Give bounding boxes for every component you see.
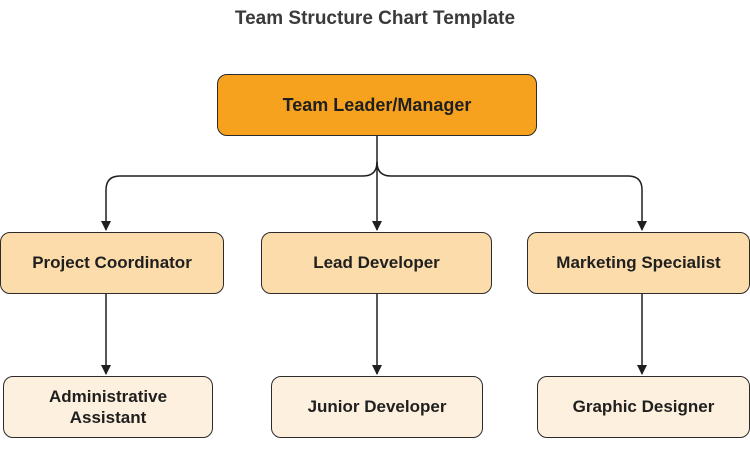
node-project-coordinator: Project Coordinator <box>0 232 224 294</box>
node-administrative-assistant: Administrative Assistant <box>3 376 213 438</box>
chart-title: Team Structure Chart Template <box>234 8 516 29</box>
node-team-leader-manager: Team Leader/Manager <box>217 74 537 136</box>
connector-root-to-marketing-specialist <box>376 161 647 231</box>
node-graphic-designer: Graphic Designer <box>537 376 750 438</box>
node-lead-developer: Lead Developer <box>261 232 492 294</box>
connector-root-to-project-coordinator <box>101 161 378 231</box>
node-marketing-specialist: Marketing Specialist <box>527 232 750 294</box>
node-administrative-assistant-label: Administrative Assistant <box>48 386 168 427</box>
node-junior-developer: Junior Developer <box>271 376 483 438</box>
